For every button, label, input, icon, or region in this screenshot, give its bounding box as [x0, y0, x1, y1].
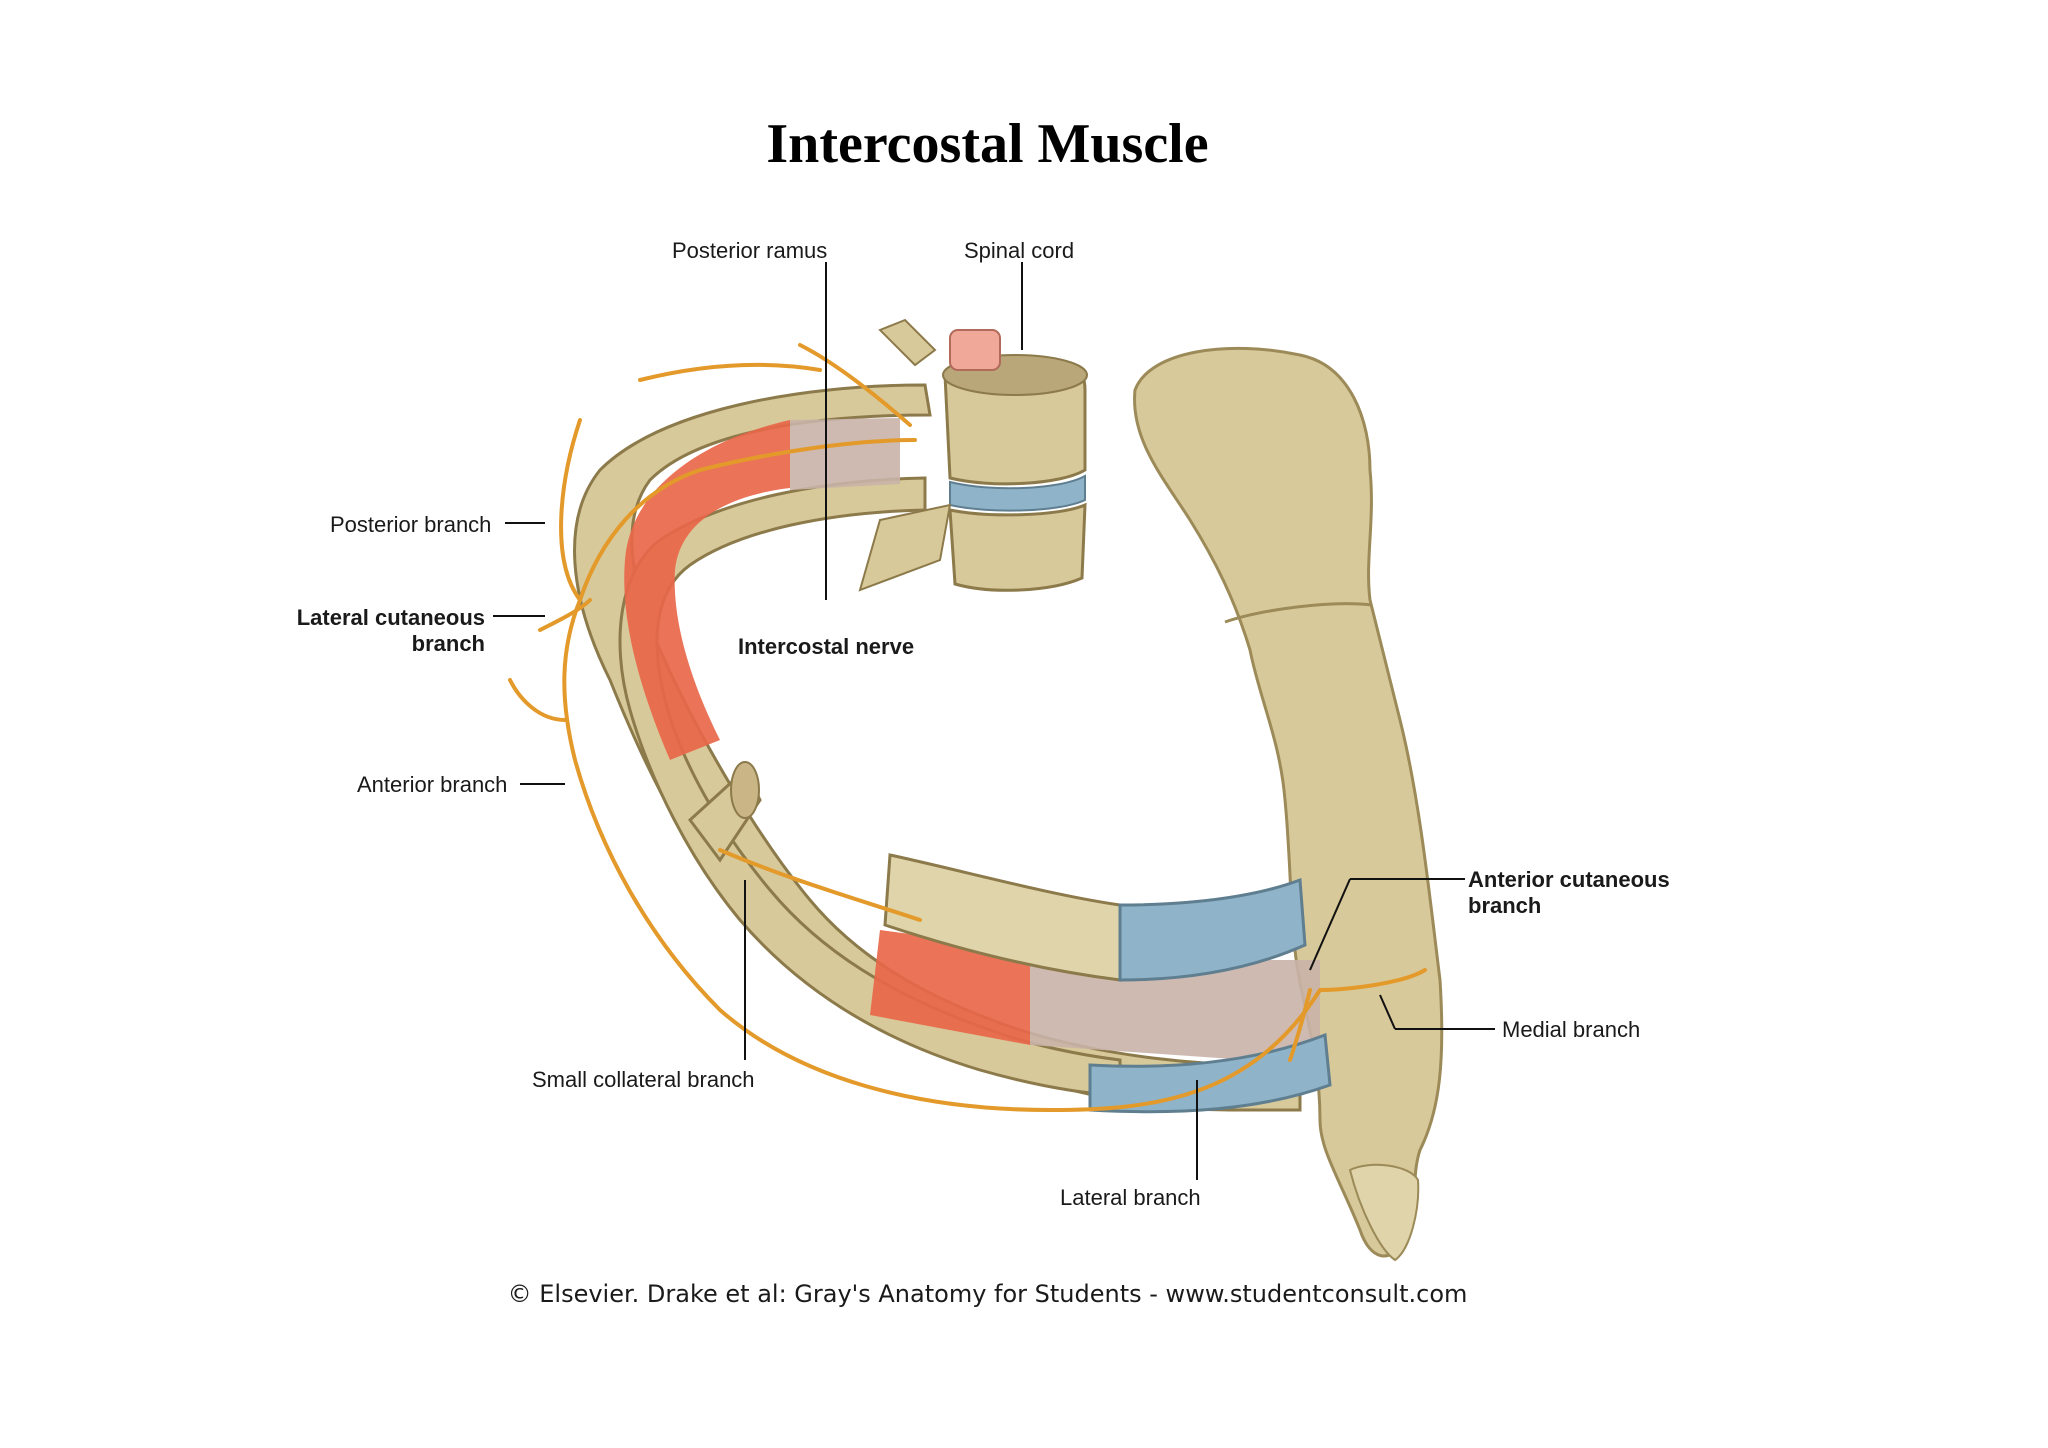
copyright-credit: © Elsevier. Drake et al: Gray's Anatomy …	[507, 1280, 1468, 1308]
label-anterior-branch: Anterior branch	[357, 772, 508, 797]
intervertebral-disc	[949, 474, 1086, 512]
label-posterior-ramus: Posterior ramus	[672, 238, 828, 263]
lower-vertebra	[948, 502, 1087, 592]
cut-rib-section	[730, 761, 760, 819]
label-anterior-cutaneous-line1: Anterior cutaneous	[1468, 867, 1670, 892]
costal-cartilage-upper	[1118, 877, 1307, 982]
costal-cartilage-lower	[1088, 1032, 1332, 1114]
xiphoid-process	[1348, 1163, 1420, 1262]
intercostal-nerve-path	[508, 343, 1427, 1113]
intercostal-membrane-anterior	[1030, 960, 1320, 1065]
label-lateral-cutaneous-line2: branch	[411, 631, 485, 656]
spinal-cord	[949, 329, 1001, 371]
manubrium-joint	[1224, 602, 1373, 624]
label-posterior-branch: Posterior branch	[330, 512, 492, 537]
intercostal-muscle-anterior	[870, 930, 1030, 1045]
sternum	[1133, 346, 1444, 1258]
leader-lines	[493, 262, 1495, 1180]
intercostal-muscle-posterior	[624, 420, 790, 760]
label-intercostal-nerve: Intercostal nerve	[738, 634, 915, 659]
page-title: Intercostal Muscle	[766, 113, 1209, 175]
label-medial-branch: Medial branch	[1502, 1017, 1641, 1042]
label-small-collateral-branch: Small collateral branch	[532, 1067, 755, 1092]
intercostal-membrane-posterior	[790, 418, 900, 490]
spinous-process	[858, 503, 952, 592]
label-spinal-cord: Spinal cord	[964, 238, 1075, 263]
label-anterior-cutaneous-line2: branch	[1468, 893, 1542, 918]
label-lateral-branch: Lateral branch	[1060, 1185, 1201, 1210]
transverse-process	[878, 318, 937, 367]
label-lateral-cutaneous-line1: Lateral cutaneous	[296, 605, 485, 630]
